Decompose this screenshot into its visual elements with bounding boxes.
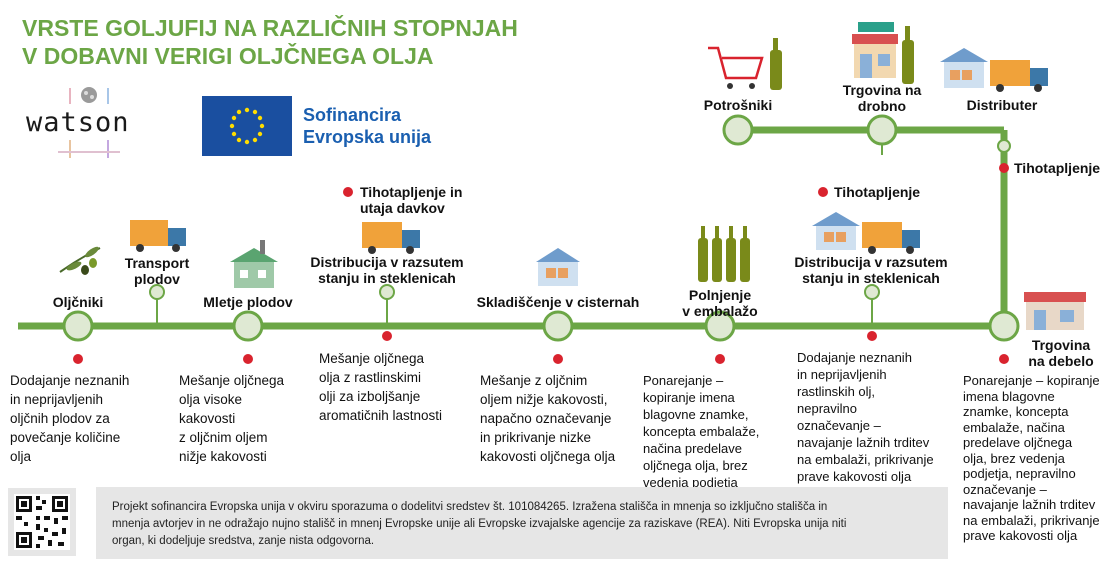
fraud-dot	[715, 354, 725, 364]
stage-label-oljcniki: Oljčniki	[52, 294, 104, 310]
stage-label-mletje: Mletje plodov	[203, 294, 293, 310]
node-skladiscenje	[542, 310, 574, 342]
fraud-dot	[553, 354, 563, 364]
fraud-dot	[818, 187, 828, 197]
node-transport	[149, 284, 165, 300]
stage-label-skladiscenje: Skladiščenje v cisternah	[476, 294, 640, 310]
stage-label-distributer: Distributer	[966, 97, 1038, 113]
title-line-2: V DOBAVNI VERIGI OLJČNEGA OLJA	[22, 43, 434, 69]
fraud-dot	[999, 163, 1009, 173]
wholesale-store-icon	[1024, 292, 1086, 330]
node-mletje	[232, 310, 264, 342]
truck-icon	[130, 220, 186, 252]
truck-icon	[862, 222, 920, 254]
disclaimer-line-3: organ, ki dodeljuje sredstva, zanje nist…	[112, 535, 375, 547]
node-oljcniki	[62, 310, 94, 342]
olive-branch-icon	[59, 246, 101, 275]
funding-disclaimer: Projekt sofinancira Evropska unija v okv…	[96, 487, 948, 559]
eu-flag-icon	[202, 96, 292, 156]
diagram-title: VRSTE GOLJUFIJ NA RAZLIČNIH STOPNJAH V D…	[22, 14, 518, 70]
stage-label-potrosniki: Potrošniki	[703, 97, 773, 113]
node-potrosniki	[722, 114, 754, 146]
truck-icon	[990, 60, 1048, 92]
fraud-dot	[343, 187, 353, 197]
warehouse-icon	[940, 48, 988, 88]
fraud-dot	[73, 354, 83, 364]
node-trgovina-drobno	[866, 114, 898, 146]
bottles-icon	[698, 226, 750, 282]
eu-cofunding-label: Sofinancira Evropska unija	[303, 104, 431, 148]
fraud-dot	[243, 354, 253, 364]
fraud-label-smuggling-2: Tihotapljenje	[1014, 160, 1101, 176]
truck-icon	[362, 222, 420, 254]
node-distributer	[997, 139, 1011, 153]
eu-label-line-2: Evropska unija	[303, 127, 432, 147]
fraud-dot	[382, 331, 392, 341]
node-distribucija-1	[379, 284, 395, 300]
node-distribucija-2	[864, 284, 880, 300]
watson-logo	[20, 82, 160, 162]
warehouse-icon	[536, 248, 580, 286]
disclaimer-line-2: mnenja avtorjev in ne odražajo nujno sta…	[112, 518, 847, 530]
retail-store-icon	[852, 22, 898, 78]
watson-logo-text: watson	[26, 107, 130, 138]
title-line-1: VRSTE GOLJUFIJ NA RAZLIČNIH STOPNJAH	[22, 15, 518, 41]
eu-label-line-1: Sofinancira	[303, 105, 402, 125]
qr-code-icon[interactable]	[8, 488, 76, 556]
bottle-icon	[902, 26, 914, 84]
node-trgovina-debelo	[988, 310, 1020, 342]
watson-logo-frame-icon	[58, 87, 120, 158]
fraud-dot	[999, 354, 1009, 364]
mill-icon	[230, 240, 278, 288]
warehouse-icon	[812, 212, 860, 250]
node-polnjenje	[704, 310, 736, 342]
fraud-label-smuggling-1: Tihotapljenje	[834, 184, 921, 200]
fraud-dot	[867, 331, 877, 341]
bottle-icon	[770, 38, 782, 90]
shopping-cart-icon	[708, 46, 764, 89]
disclaimer-line-1: Projekt sofinancira Evropska unija v okv…	[112, 501, 828, 513]
